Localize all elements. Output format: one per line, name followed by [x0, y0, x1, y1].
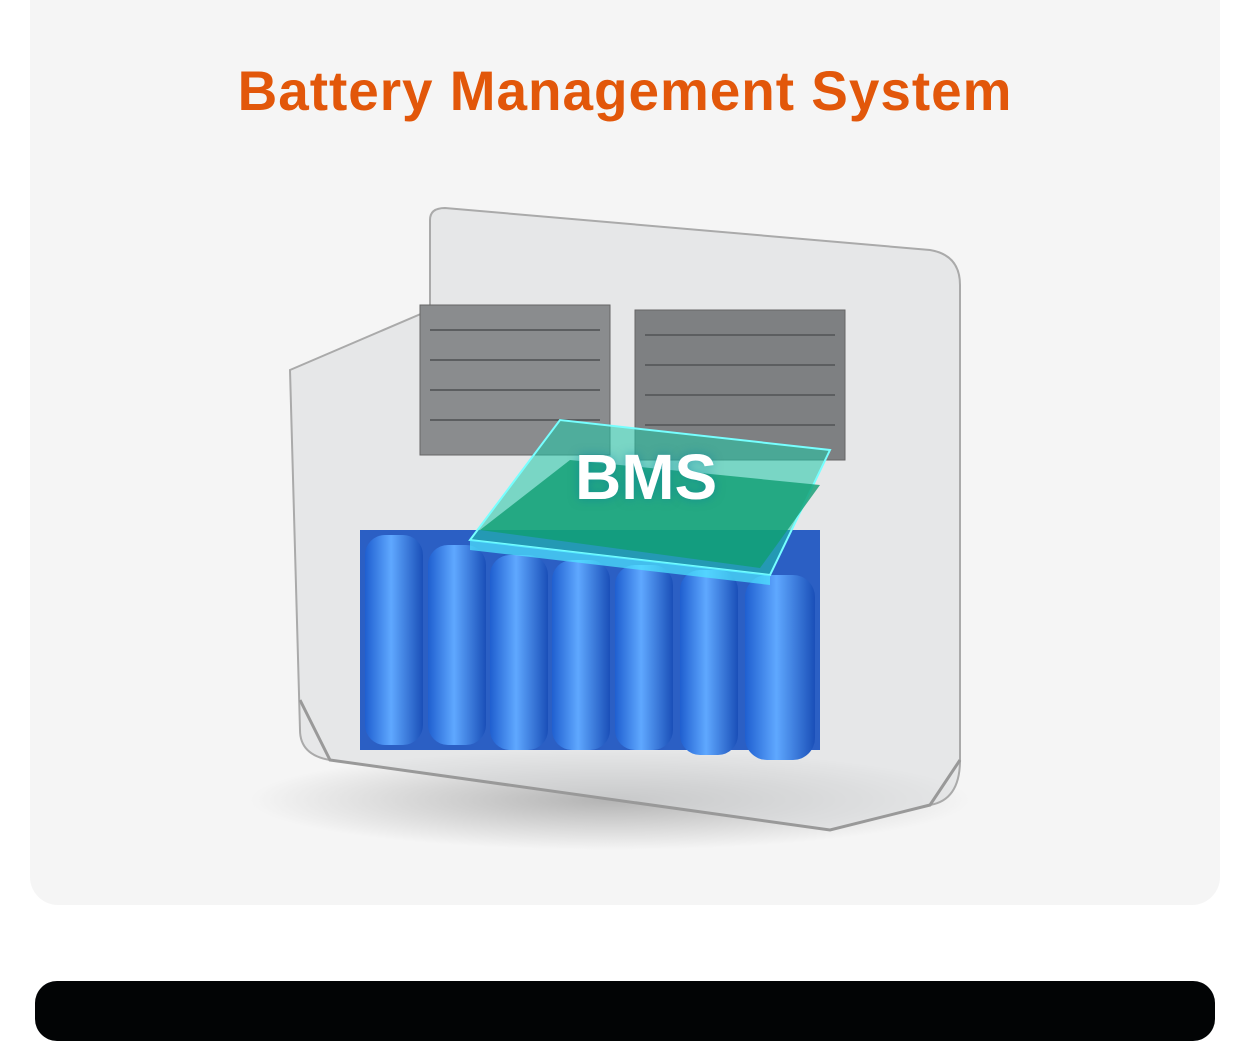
next-section-card — [35, 981, 1215, 1041]
page-title: Battery Management System — [237, 59, 1013, 122]
power-station-illustration — [250, 206, 970, 850]
bms-label: BMS — [575, 441, 718, 513]
